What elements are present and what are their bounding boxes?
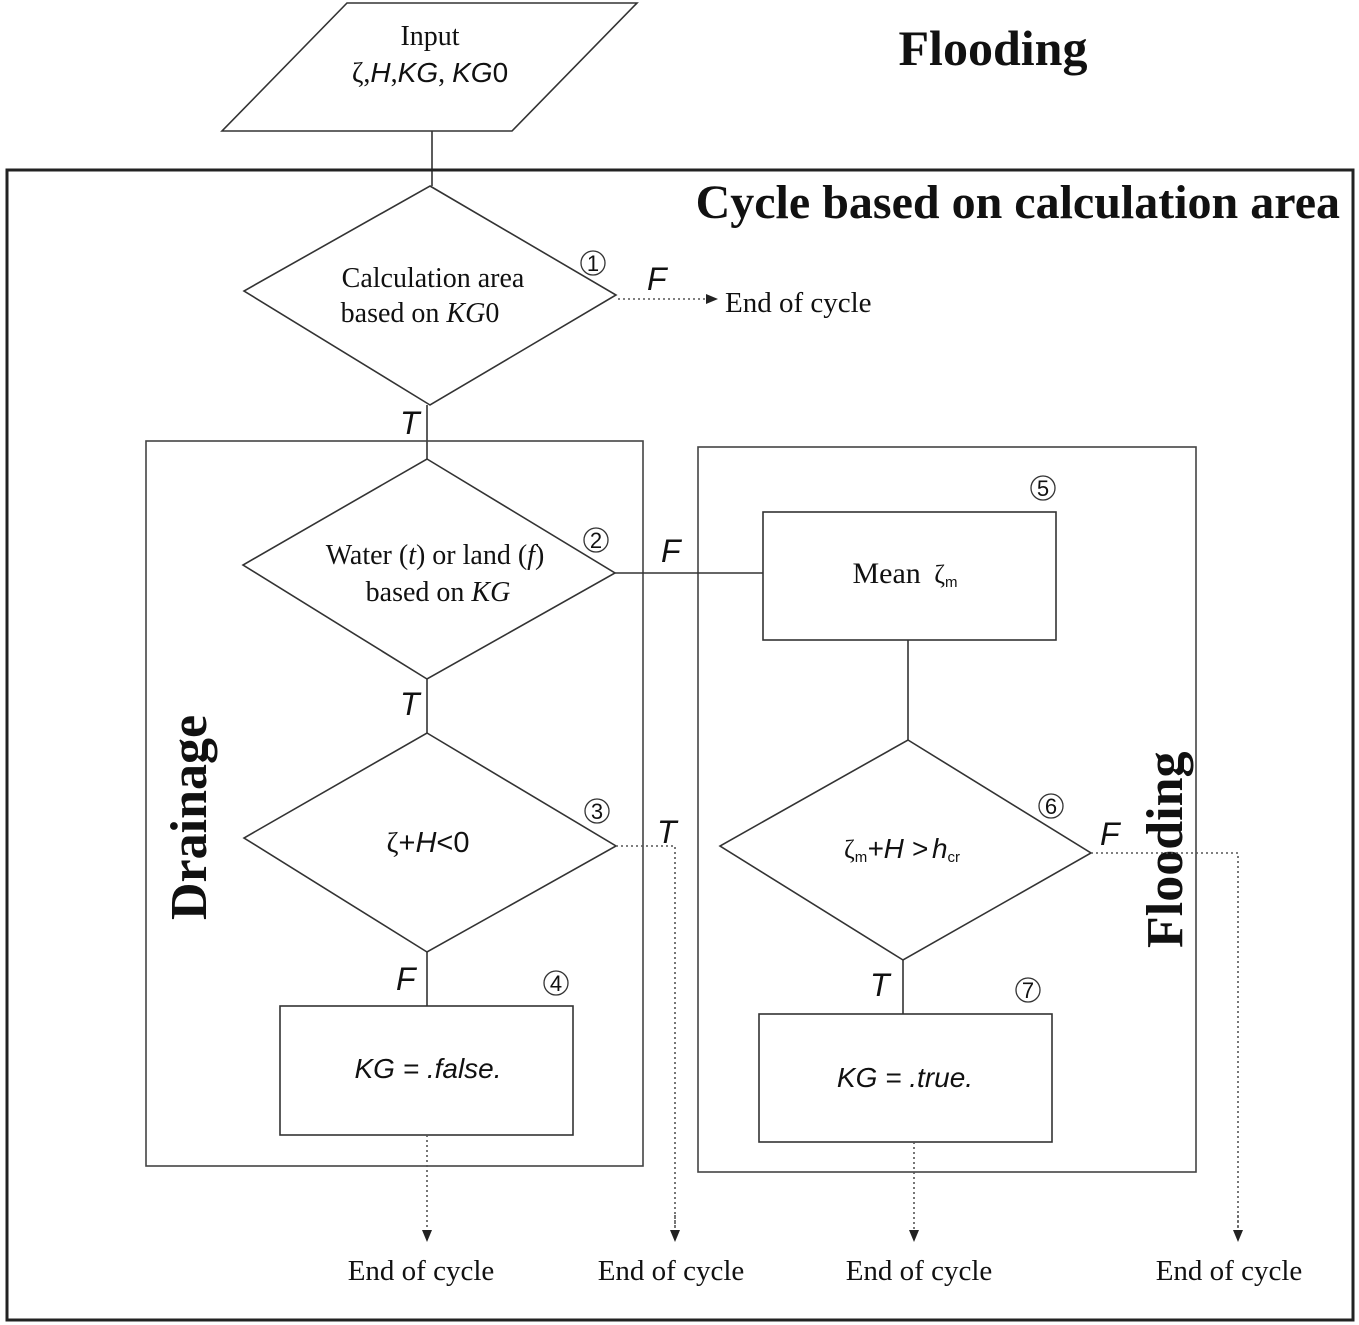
- process-4-text: KG = .false.: [354, 1053, 501, 1084]
- process-7: KG = .true.: [758, 1013, 1053, 1143]
- end-of-cycle-4: End of cycle: [348, 1255, 495, 1287]
- branch-true-2: T: [400, 686, 422, 722]
- drainage-label: Drainage: [161, 715, 218, 920]
- flooding-panel: [697, 446, 1197, 1173]
- branch-false-1: F: [647, 261, 669, 297]
- decision-2-line1: Water (t) or land (f): [326, 540, 545, 571]
- decision-2-line2: based on KG: [366, 577, 511, 608]
- cycle-title: Cycle based on calculation area: [696, 176, 1340, 229]
- svg-text:5: 5: [1037, 476, 1049, 501]
- cycle-frame: [5, 168, 1355, 1322]
- decision-3: ζ+H<0: [242, 732, 618, 953]
- process-7-text: KG = .true.: [837, 1062, 973, 1093]
- input-label: Input: [400, 21, 459, 52]
- decision-1: Calculation area based on KG0: [242, 185, 618, 406]
- step-number-3: 3: [584, 798, 610, 824]
- svg-text:1: 1: [587, 251, 599, 276]
- svg-text:4: 4: [550, 971, 562, 996]
- decision-6: ζm+H >hcr: [718, 739, 1093, 961]
- step-number-4: 4: [543, 970, 569, 996]
- decision-2: Water (t) or land (f) based on KG: [241, 458, 617, 680]
- svg-text:6: 6: [1045, 794, 1057, 819]
- svg-text:3: 3: [591, 799, 603, 824]
- step-number-2: 2: [583, 527, 609, 553]
- branch-true-1: T: [400, 405, 422, 441]
- step-number-7: 7: [1015, 977, 1041, 1003]
- end-of-cycle-3: End of cycle: [598, 1255, 745, 1287]
- step-number-6: 6: [1038, 793, 1064, 819]
- diagram-title: Flooding: [899, 20, 1088, 76]
- end-of-cycle-1: End of cycle: [725, 287, 872, 319]
- decision-3-condition: ζ+H<0: [387, 827, 470, 859]
- flooding-label: Flooding: [1137, 752, 1194, 949]
- dotted-path-3: [616, 845, 676, 1228]
- decision-1-line2: based on KG0: [341, 298, 500, 329]
- branch-true-6: T: [870, 967, 892, 1003]
- process-5-text: Mean ζm: [852, 557, 957, 591]
- process-4: KG = .false.: [279, 1005, 574, 1136]
- drainage-panel: [145, 440, 644, 1167]
- end-of-cycle-7: End of cycle: [846, 1255, 993, 1287]
- svg-text:7: 7: [1022, 978, 1034, 1003]
- branch-false-6: F: [1100, 816, 1122, 852]
- branch-true-3: T: [657, 814, 679, 850]
- decision-1-line1: Calculation area: [342, 263, 525, 294]
- dotted-path-6: [1091, 852, 1239, 1228]
- end-of-cycle-6: End of cycle: [1156, 1255, 1303, 1287]
- input-variables: ζ,H,KG, KG0: [352, 57, 508, 89]
- input-node: Input ζ,H,KG, KG0: [220, 2, 639, 132]
- decision-6-condition: ζm+H >hcr: [844, 833, 960, 866]
- branch-false-3: F: [396, 961, 418, 997]
- step-number-5: 5: [1030, 475, 1056, 501]
- process-5: Mean ζm: [762, 511, 1057, 641]
- branch-false-2: F: [661, 533, 683, 569]
- step-number-1: 1: [580, 250, 606, 276]
- svg-text:2: 2: [590, 528, 602, 553]
